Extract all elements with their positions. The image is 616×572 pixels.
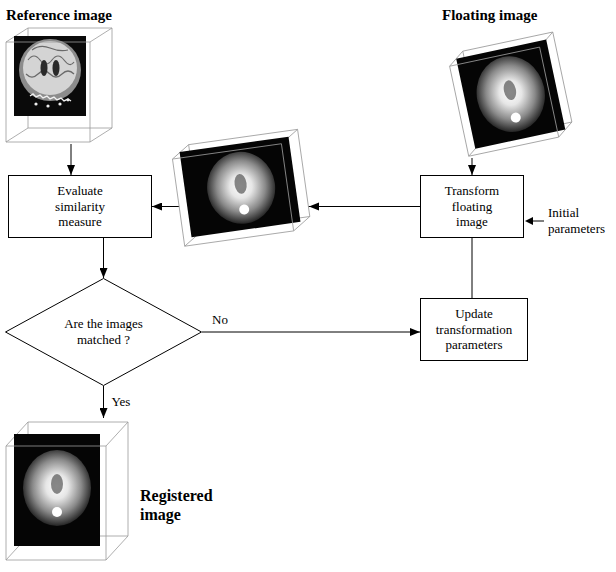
image-heading: Registered image xyxy=(140,486,224,524)
flow-arrow xyxy=(103,386,104,418)
mri-speck xyxy=(34,102,37,105)
mri-speck xyxy=(58,102,61,105)
flow-arrow xyxy=(103,238,104,278)
transformed-volume xyxy=(171,129,312,246)
volume-ground xyxy=(171,129,312,246)
pet-slice xyxy=(14,434,100,546)
cube-frame xyxy=(6,28,112,142)
mri-ventricle xyxy=(41,60,48,76)
mri-speck xyxy=(67,99,70,102)
mri-skull xyxy=(19,39,81,101)
pet-brain xyxy=(23,450,91,526)
cube-frame xyxy=(450,47,559,156)
reference-volume: Reference image xyxy=(4,4,138,144)
floating-volume: Floating image xyxy=(432,4,600,158)
reference-volume xyxy=(6,28,112,142)
edge-label: Yes xyxy=(110,394,133,410)
cube-frame xyxy=(6,446,106,560)
mri-speck xyxy=(46,104,49,107)
pet-hotspot xyxy=(239,204,250,215)
mri-lower-detail xyxy=(30,94,71,101)
decision-text: Are the images matched ? xyxy=(49,316,159,347)
mri-gyri xyxy=(26,46,74,77)
box-text: Evaluate similarity measure xyxy=(37,183,123,230)
input-arrow-line xyxy=(532,221,544,222)
pet-brain xyxy=(202,147,279,228)
registered-volume xyxy=(6,422,128,560)
pet-brain xyxy=(470,50,552,138)
pet-hotspot xyxy=(52,507,62,517)
mri-brain xyxy=(23,41,77,95)
process-box: Update transformation parameters xyxy=(420,298,528,361)
arrow-head xyxy=(525,217,533,225)
image-heading: Floating image xyxy=(442,6,596,24)
registered-volume: Registered image xyxy=(4,418,228,564)
cube-frame xyxy=(6,42,90,142)
edge-label: No xyxy=(210,312,230,328)
flow-arrow xyxy=(71,144,72,175)
pet-hotspot xyxy=(510,112,522,124)
cube-frame xyxy=(6,422,128,560)
flow-arrow xyxy=(472,158,473,175)
input-label: Initial parameters xyxy=(548,205,614,236)
diamond-shape xyxy=(6,279,202,386)
pet-detail xyxy=(233,173,248,194)
process-box: Evaluate similarity measure xyxy=(8,175,152,238)
pet-detail xyxy=(51,474,63,494)
image-heading: Reference image xyxy=(6,6,134,24)
pet-slice xyxy=(456,40,565,149)
process-box: Transform floating image xyxy=(420,175,524,238)
mri-slice xyxy=(14,36,86,116)
decision-diamond: Are the images matched ? xyxy=(5,278,202,386)
cube-frame xyxy=(171,129,312,246)
flow-arrow xyxy=(202,332,420,333)
cube-frame xyxy=(172,144,293,246)
floating-volume xyxy=(447,32,574,156)
box-text: Transform floating image xyxy=(435,183,509,230)
arrow-head xyxy=(309,203,319,211)
box-text: Update transformation parameters xyxy=(428,306,520,353)
cube-frame xyxy=(447,32,574,156)
mri-ventricle xyxy=(53,60,60,76)
pet-detail xyxy=(502,79,518,101)
